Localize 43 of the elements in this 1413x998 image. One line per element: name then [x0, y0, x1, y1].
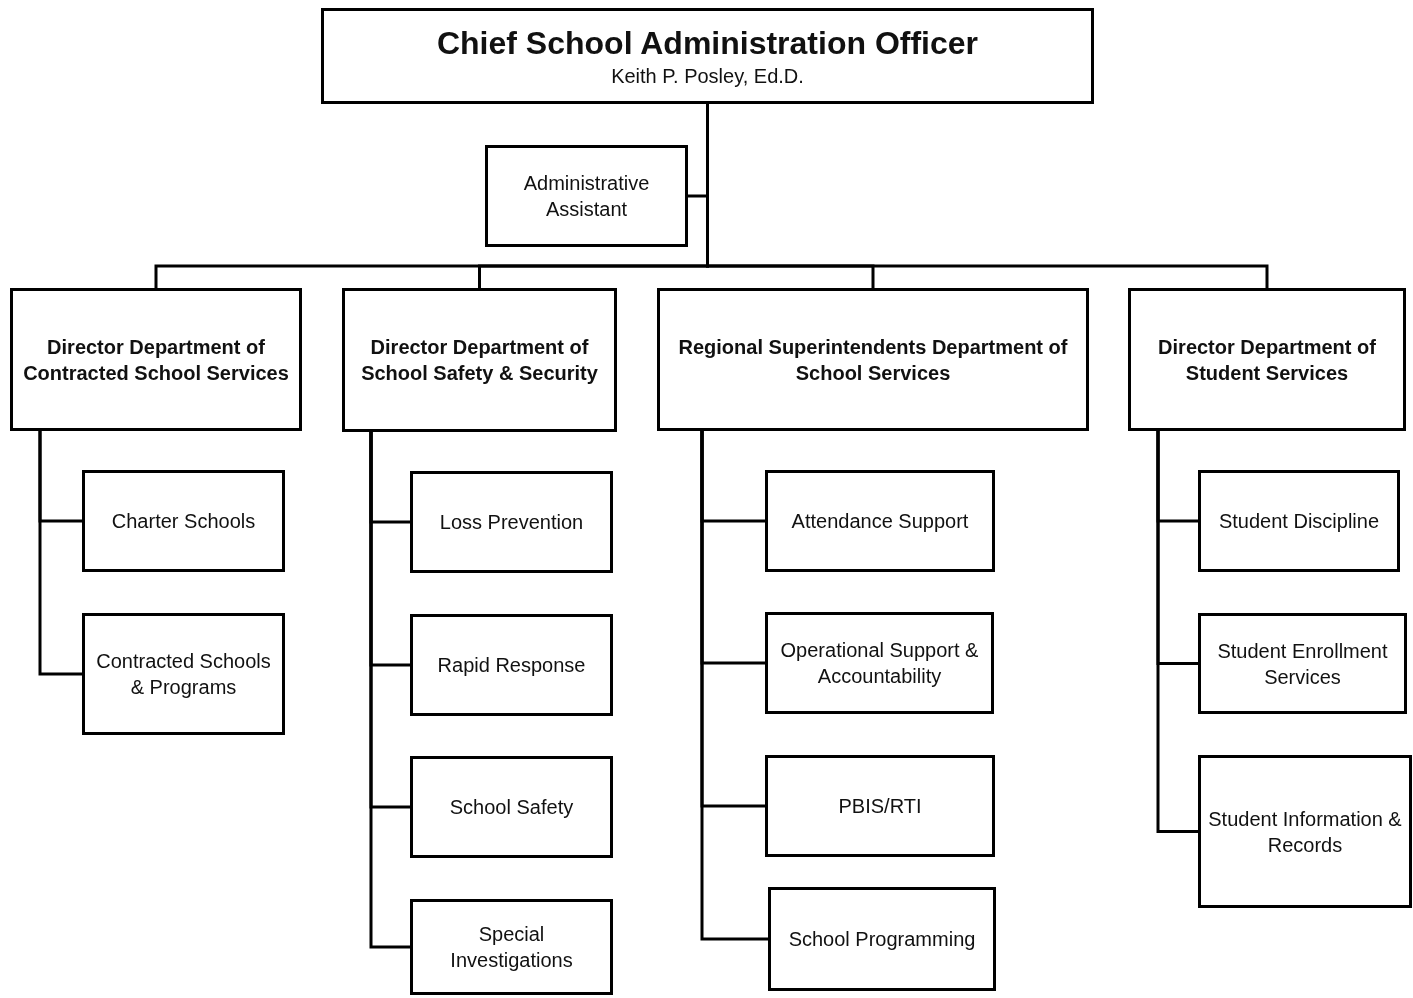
role-label: Director Department of School Safety & Security: [360, 335, 599, 386]
connector-line: [700, 431, 768, 941]
role-label: School Programming: [788, 927, 976, 952]
org-box: [1128, 288, 1406, 431]
org-box: [768, 887, 996, 991]
role-label: Charter Schools: [111, 509, 256, 534]
org-box: [765, 755, 995, 857]
connector-line: [1156, 431, 1198, 833]
role-label: Student Discipline: [1218, 509, 1380, 534]
connector-line: [369, 432, 410, 949]
role-label: Student Information & Records: [1207, 806, 1403, 858]
role-label: Regional Superintendents Department of School Services: [677, 334, 1069, 386]
role-label: Contracted Schools & Programs: [95, 649, 272, 700]
org-box: [82, 613, 285, 735]
role-label: School Safety: [449, 795, 574, 820]
org-box: [765, 612, 994, 714]
org-box: [1198, 755, 1412, 908]
role-label: Director Department of Student Services: [1157, 334, 1377, 386]
org-box: [410, 899, 613, 995]
role-label: Rapid Response: [437, 653, 586, 678]
org-box: [342, 288, 617, 432]
role-label: Student Enrollment Services: [1216, 638, 1389, 690]
org-box: [10, 288, 302, 431]
role-label: Special Investigations: [449, 922, 574, 973]
role-label: Operational Support & Accountability: [779, 638, 980, 689]
role-label: PBIS/RTI: [838, 794, 922, 819]
role-label: Loss Prevention: [439, 510, 584, 535]
org-box: [1198, 613, 1407, 714]
person-name: Keith P. Posley, Ed.D.: [611, 64, 804, 89]
role-title: Chief School Administration Officer: [436, 24, 979, 63]
connector-line: [38, 431, 82, 676]
org-box: [1198, 470, 1400, 572]
org-box: [657, 288, 1089, 431]
role-label: Director Department of Contracted School Services: [22, 334, 290, 386]
org-box: [410, 614, 613, 716]
org-box: [410, 471, 613, 573]
org-box: [82, 470, 285, 572]
role-label: Attendance Support: [791, 509, 969, 534]
org-box: [321, 8, 1094, 104]
role-label: Administrative Assistant: [522, 171, 651, 222]
org-box: [485, 145, 688, 247]
org-box: [410, 756, 613, 858]
org-box: [765, 470, 995, 572]
